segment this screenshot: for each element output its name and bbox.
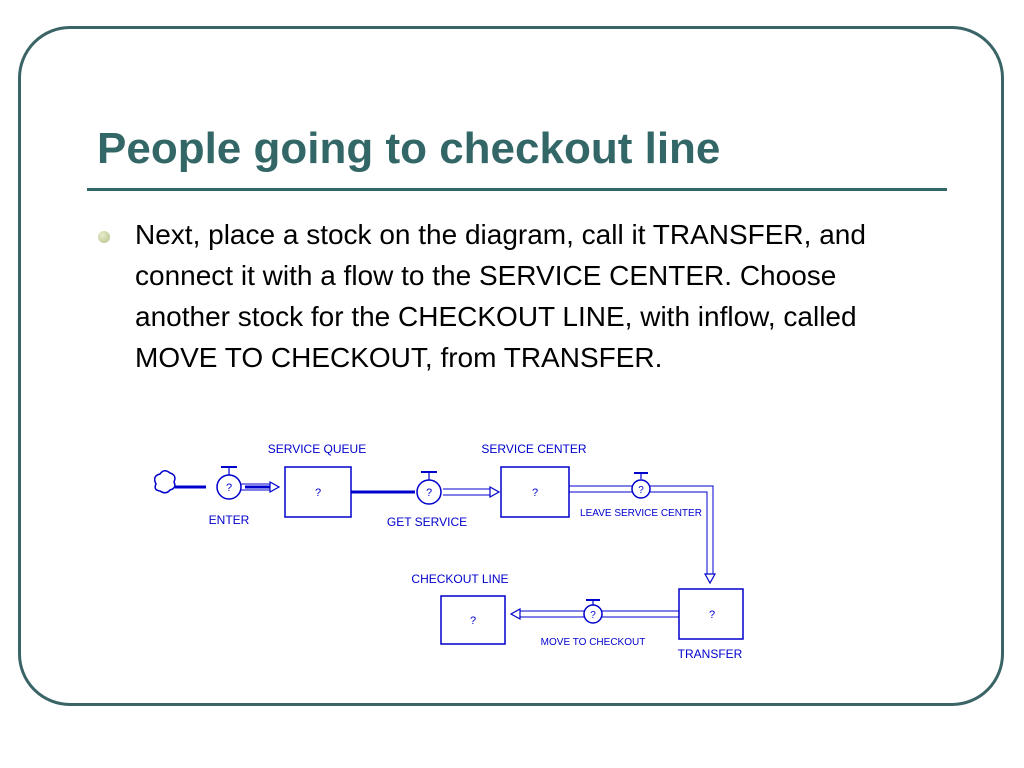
- stock-value-checkout-line: ?: [470, 615, 476, 627]
- flow-pipe-leave-service-center: [569, 485, 713, 583]
- stock-value-transfer: ?: [709, 609, 715, 621]
- flow-label-leave-service-center: LEAVE SERVICE CENTER: [580, 508, 702, 519]
- valve-enter-value: ?: [226, 482, 232, 494]
- stock-label-transfer: TRANSFER: [678, 647, 743, 661]
- stock-value-service-queue: ?: [315, 487, 321, 499]
- valve-enter-icon: [216, 466, 242, 500]
- valve-leave-service-center-value: ?: [638, 485, 644, 496]
- flow-pipe-get-service: [351, 489, 499, 495]
- valve-move-to-checkout-icon: [583, 599, 603, 624]
- flow-pipe-enter: [175, 484, 279, 490]
- valve-move-to-checkout-value: ?: [590, 610, 596, 621]
- stock-label-service-center: SERVICE CENTER: [481, 442, 586, 456]
- bullet-icon: [98, 231, 110, 243]
- stock-service-center: [500, 466, 570, 518]
- stock-service-queue: [284, 466, 352, 518]
- stock-value-service-center: ?: [532, 487, 538, 499]
- valve-get-service-icon: [416, 471, 442, 505]
- slide-frame: [18, 26, 1004, 706]
- flow-label-move-to-checkout: MOVE TO CHECKOUT: [541, 637, 646, 648]
- bullet-text: Next, place a stock on the diagram, call…: [135, 219, 866, 373]
- stock-label-checkout-line: CHECKOUT LINE: [411, 572, 508, 586]
- flow-label-enter: ENTER: [209, 513, 250, 527]
- valve-leave-service-center-icon: [631, 472, 651, 499]
- stock-transfer: [678, 588, 744, 640]
- slide-title: People going to checkout line: [97, 124, 721, 173]
- stock-checkout-line: [440, 595, 506, 645]
- stock-label-service-queue: SERVICE QUEUE: [268, 442, 366, 456]
- title-underline: [87, 188, 947, 191]
- valve-get-service-value: ?: [426, 487, 432, 499]
- source-cloud-icon: [153, 470, 176, 494]
- flow-label-get-service: GET SERVICE: [387, 515, 467, 529]
